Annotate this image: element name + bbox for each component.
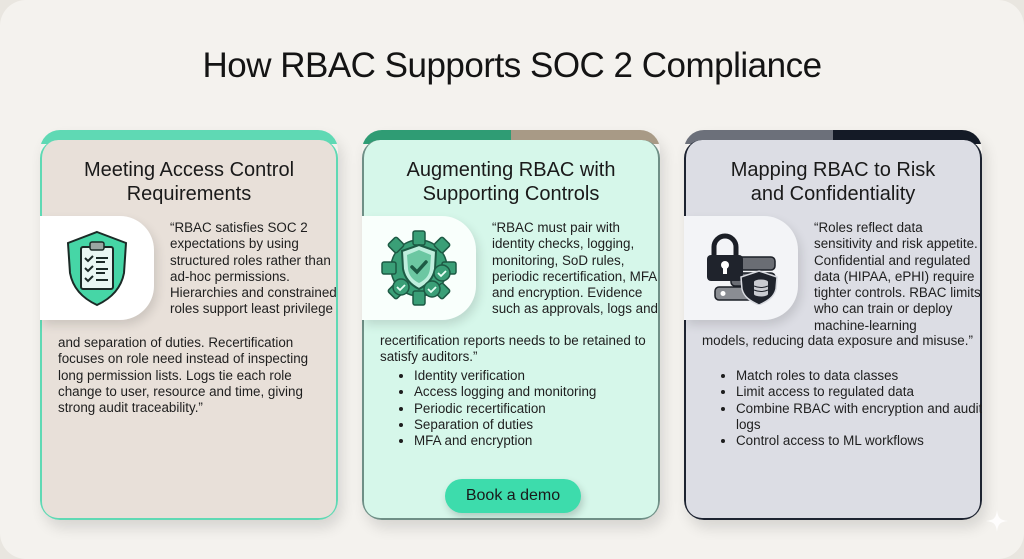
card-body: Meeting Access Control Requirements “RBA… [40,140,338,520]
gear-shield-check-icon [381,230,457,306]
list-item: Match roles to data classes [736,368,982,384]
list-item: MFA and encryption [414,433,660,449]
icon-container [362,216,476,320]
list-item: Control access to ML workflows [736,433,982,449]
card-body: Augmenting RBAC with Supporting Controls [362,140,660,520]
card-risk-confidentiality: Mapping RBAC to Risk and Confidentiality [684,130,982,520]
lock-server-shield-database-icon [707,233,778,305]
list-item: Identity verification [414,368,660,384]
card-title: Meeting Access Control Requirements [83,159,295,205]
list-item: Access logging and monitoring [414,384,660,400]
card-title: Mapping RBAC to Risk and Confidentiality [730,159,936,205]
list-item: Separation of duties [414,417,660,433]
list-item: Periodic recertification [414,401,660,417]
page-title: How RBAC Supports SOC 2 Compliance [202,46,822,85]
list-item: Limit access to regulated data [736,384,982,400]
card-quote-continued: recertification reports needs to be reta… [380,333,646,365]
card-quote-intro: “RBAC satisfies SOC 2 expectations by us… [170,220,337,317]
card-quote-continued: models, reducing data exposure and misus… [702,333,973,348]
card-access-control: Meeting Access Control Requirements “RBA… [40,130,338,520]
card-supporting-controls: Augmenting RBAC with Supporting Controls [362,130,660,520]
bullet-list: Match roles to data classes Limit access… [720,368,982,449]
icon-container [684,216,798,320]
card-quote-intro: “Roles reflect data sensitivity and risk… [814,220,981,333]
card-quote-intro: “RBAC must pair with identity checks, lo… [492,220,658,317]
sparkle-icon [986,510,1008,532]
bullet-list: Identity verification Access logging and… [398,368,660,449]
card-title: Augmenting RBAC with Supporting Controls [406,159,616,205]
book-demo-button[interactable]: Book a demo [445,479,581,513]
list-item: Combine RBAC with encryption and audit l… [736,401,982,434]
shield-clipboard-checklist-icon [66,230,128,307]
card-quote-continued: and separation of duties. Recertificatio… [58,335,309,416]
card-body: Mapping RBAC to Risk and Confidentiality [684,140,982,520]
icon-container [40,216,154,320]
